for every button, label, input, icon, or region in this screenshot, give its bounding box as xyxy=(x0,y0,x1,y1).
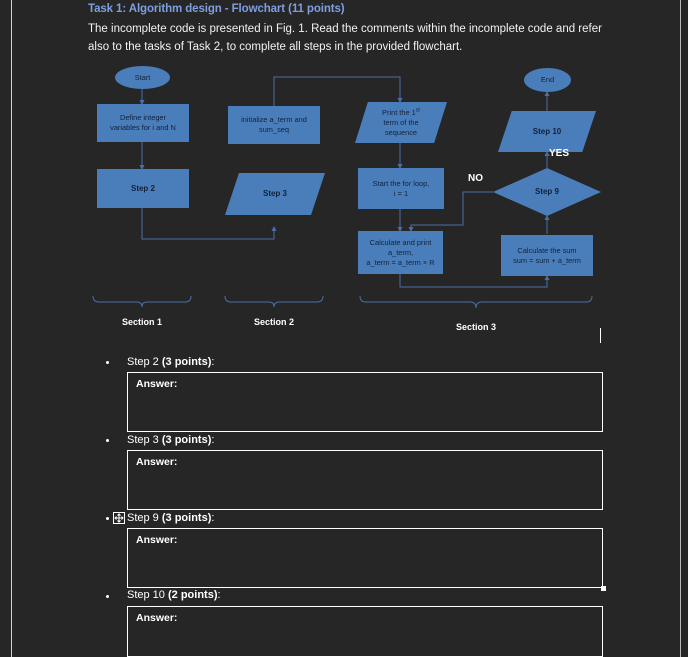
question-step3-suffix: : xyxy=(211,434,215,446)
flow-node-calc-line1: Calculate and print xyxy=(369,237,432,247)
flow-node-print-line3: sequence xyxy=(384,127,418,137)
answer-box-step9[interactable]: Answer: xyxy=(127,528,603,588)
answer-box-step2[interactable]: Answer: xyxy=(127,372,603,432)
question-step2-step: Step 2 xyxy=(127,356,162,368)
page-left-margin-rule xyxy=(11,0,12,657)
flow-node-calc-line3: a_term = a_term × R xyxy=(366,257,435,267)
flow-node-start-label: Start xyxy=(134,72,151,82)
question-step9-suffix: : xyxy=(211,512,215,524)
flowchart-connectors xyxy=(92,76,593,309)
answer-box-step10[interactable]: Answer: xyxy=(127,606,603,657)
flow-node-end: End xyxy=(524,68,571,92)
question-step3-points: (3 points) xyxy=(161,434,212,446)
flow-node-for-loop: Start the for loop, i = 1 xyxy=(358,168,444,209)
flow-node-forloop-line2: i = 1 xyxy=(393,188,409,198)
question-step9-points: (3 points) xyxy=(161,512,212,524)
flow-node-step10: Step 10 xyxy=(498,111,596,152)
list-bullet xyxy=(106,517,109,520)
flow-node-initialize: initialize a_term and sum_seq xyxy=(228,106,320,144)
flow-node-step2-label: Step 2 xyxy=(130,183,155,193)
question-step3-label: Step 3 (3 points): xyxy=(127,434,214,446)
flow-node-step10-label: Step 10 xyxy=(532,126,562,136)
answer-label: Answer: xyxy=(136,456,178,468)
flow-node-sum-line2: sum = sum + a_term xyxy=(513,255,581,265)
answer-box-step3[interactable]: Answer: xyxy=(127,450,603,510)
flow-node-start: Start xyxy=(115,66,170,89)
task-description: The incomplete code is presented in Fig.… xyxy=(88,23,602,53)
question-step3-step: Step 3 xyxy=(127,434,162,446)
question-step10-points: (2 points) xyxy=(167,589,218,601)
flow-node-calculate-print-aterm: Calculate and print a_term, a_term = a_t… xyxy=(358,231,443,274)
list-bullet xyxy=(106,361,109,364)
edge-label-no: NO xyxy=(468,173,483,184)
move-handle-icon[interactable] xyxy=(113,512,125,524)
page-right-margin-rule xyxy=(680,0,681,657)
question-step9-step: Step 9 xyxy=(127,512,162,524)
flow-node-step3-label: Step 3 xyxy=(262,189,287,198)
flow-node-step9-label: Step 9 xyxy=(534,187,559,196)
flow-node-initialize-line1: initialize a_term and xyxy=(241,115,307,124)
list-bullet xyxy=(106,595,109,598)
question-step9-label: Step 9 (3 points): xyxy=(127,512,214,524)
flowchart-figure: Start Define integer variables for i and… xyxy=(0,55,688,340)
question-step10-label: Step 10 (2 points): xyxy=(127,589,221,601)
flow-node-initialize-line2: sum_seq xyxy=(259,125,289,134)
print-superscript: st xyxy=(415,107,420,114)
section-label-1: Section 1 xyxy=(121,317,162,327)
page-title: Task 1: Algorithm design - Flowchart (11… xyxy=(88,3,345,15)
question-step2-suffix: : xyxy=(211,356,215,368)
edge-label-yes: YES xyxy=(549,148,570,159)
question-step10-step: Step 10 xyxy=(127,589,168,601)
print-line1-text: Print the 1 xyxy=(382,107,416,117)
question-step2-points: (3 points) xyxy=(161,356,212,368)
flow-node-calc-line2: a_term, xyxy=(387,247,414,257)
flow-node-define-line1: Define integer xyxy=(119,113,166,122)
selection-handle[interactable] xyxy=(601,586,606,591)
answer-label: Answer: xyxy=(136,534,178,546)
flow-node-step2: Step 2 xyxy=(97,169,189,208)
section-label-3: Section 3 xyxy=(455,322,496,332)
flow-node-end-label: End xyxy=(540,75,555,84)
text-cursor-caret xyxy=(600,328,601,343)
question-step10-suffix: : xyxy=(217,589,221,601)
flow-node-calculate-sum: Calculate the sum sum = sum + a_term xyxy=(501,235,593,276)
flow-node-define-line2: variables for i and N xyxy=(110,123,176,132)
flow-node-forloop-line1: Start the for loop, xyxy=(372,178,430,188)
flow-node-sum-line1: Calculate the sum xyxy=(517,245,577,255)
question-step2-label: Step 2 (3 points): xyxy=(127,356,214,368)
section-braces xyxy=(92,295,593,309)
flow-node-print-line2: term of the xyxy=(383,117,419,127)
flow-node-print-line1: Print the 1st xyxy=(382,107,420,118)
flow-node-define-variables: Define integer variables for i and N xyxy=(97,104,189,142)
flow-node-print-first-term: Print the 1st term of the sequence xyxy=(355,102,447,143)
flow-node-step3: Step 3 xyxy=(225,173,325,215)
answer-label: Answer: xyxy=(136,612,178,624)
section-label-2: Section 2 xyxy=(253,317,294,327)
answer-label: Answer: xyxy=(136,378,178,390)
list-bullet xyxy=(106,439,109,442)
